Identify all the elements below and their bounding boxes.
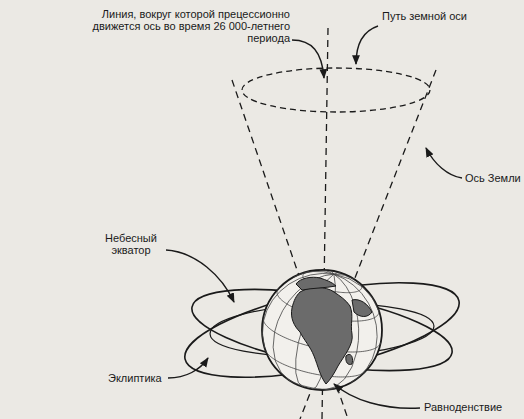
axis-path-label: Путь земной оси bbox=[382, 10, 492, 22]
globe-graticule bbox=[262, 270, 380, 390]
axis-path-ellipse bbox=[242, 68, 430, 112]
leader-arrow bbox=[166, 250, 234, 302]
celestial-equator-ring bbox=[177, 264, 467, 397]
ecliptic-ring bbox=[186, 274, 458, 387]
earth-globe bbox=[262, 270, 382, 390]
leader-arrow bbox=[334, 384, 420, 408]
leader-arrow bbox=[292, 40, 324, 78]
equinox-label: Равноденствие bbox=[424, 401, 520, 413]
axis-label: Ось Земли bbox=[465, 172, 521, 184]
ecliptic-label: Эклиптика bbox=[108, 372, 170, 384]
leader-arrow bbox=[426, 148, 462, 178]
leader-note: Линия, вокруг которой прецессионно движе… bbox=[58, 8, 290, 44]
equator-label: Небесный экватор bbox=[96, 232, 166, 256]
leader-arrow bbox=[356, 26, 378, 64]
leader-arrow bbox=[168, 358, 208, 378]
